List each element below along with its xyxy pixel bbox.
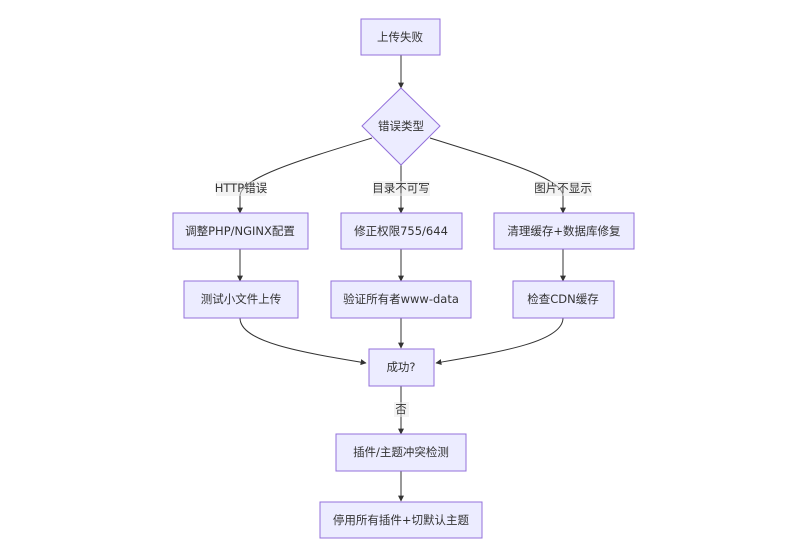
- node-clear-cache-label: 清理缓存+数据库修复: [507, 224, 621, 238]
- edge-error-type-to-clear-cache: [429, 137, 566, 214]
- node-check-cdn: 检查CDN缓存: [512, 280, 615, 319]
- node-adjust-config: 调整PHP/NGINX配置: [172, 212, 309, 250]
- node-conflict-detect-label: 插件/主题冲突检测: [353, 445, 449, 459]
- edge-labels: HTTP错误 目录不可写 图片不显示 否: [215, 181, 592, 417]
- node-conflict-detect: 插件/主题冲突检测: [335, 433, 467, 472]
- node-test-small-file-label: 测试小文件上传: [201, 292, 282, 306]
- node-fix-permissions: 修正权限755/644: [340, 212, 463, 250]
- node-clear-cache: 清理缓存+数据库修复: [493, 212, 635, 250]
- node-error-type-label: 错误类型: [378, 119, 424, 133]
- edge-label-http-error: HTTP错误: [215, 181, 268, 195]
- node-fix-permissions-label: 修正权限755/644: [354, 224, 448, 238]
- node-disable-plugins-label: 停用所有插件+切默认主题: [333, 513, 470, 527]
- edge-label-dir-not-writable: 目录不可写: [372, 181, 430, 195]
- node-verify-owner: 验证所有者www-data: [330, 280, 472, 319]
- edge-check-cdn-to-success: [435, 317, 564, 366]
- node-check-cdn-label: 检查CDN缓存: [527, 292, 599, 306]
- edge-label-no: 否: [395, 402, 407, 416]
- node-error-type-decision: 错误类型: [361, 87, 441, 166]
- node-upload-failed: 上传失败: [360, 18, 441, 56]
- node-test-small-file: 测试小文件上传: [183, 280, 299, 319]
- edge-test-small-to-success: [239, 317, 367, 366]
- edge-error-type-to-adjust-config: [237, 137, 373, 214]
- edge-label-image-not-shown: 图片不显示: [534, 181, 592, 195]
- node-success-check-label: 成功?: [386, 360, 415, 374]
- node-success-check: 成功?: [368, 348, 435, 387]
- node-verify-owner-label: 验证所有者www-data: [343, 292, 459, 306]
- node-adjust-config-label: 调整PHP/NGINX配置: [185, 224, 295, 238]
- node-upload-failed-label: 上传失败: [377, 30, 423, 44]
- node-disable-plugins: 停用所有插件+切默认主题: [319, 501, 483, 539]
- nodes: 上传失败 错误类型 调整PHP/NGINX配置 修正权限755/644 清理缓存…: [172, 18, 635, 539]
